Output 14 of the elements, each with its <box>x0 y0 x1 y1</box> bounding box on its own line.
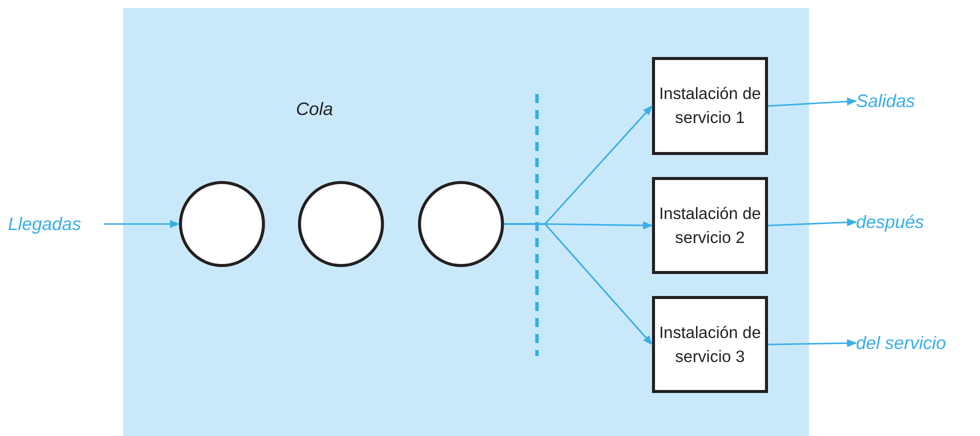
flow-label: del servicio <box>856 330 974 356</box>
flow-label: Salidas <box>856 88 946 114</box>
flow-label: Llegadas <box>8 211 104 237</box>
flow-label: después <box>856 209 946 235</box>
arrow <box>504 223 653 346</box>
queue-label: Cola <box>296 98 334 121</box>
arrow <box>768 98 857 107</box>
panel-background <box>123 8 809 436</box>
arrow <box>104 220 180 228</box>
service-box: Instalación de servicio 3 <box>652 296 768 393</box>
arrow <box>768 218 857 226</box>
arrow <box>768 339 857 348</box>
service-box: Instalación de servicio 1 <box>652 57 768 155</box>
service-box: Instalación de servicio 2 <box>652 177 768 274</box>
